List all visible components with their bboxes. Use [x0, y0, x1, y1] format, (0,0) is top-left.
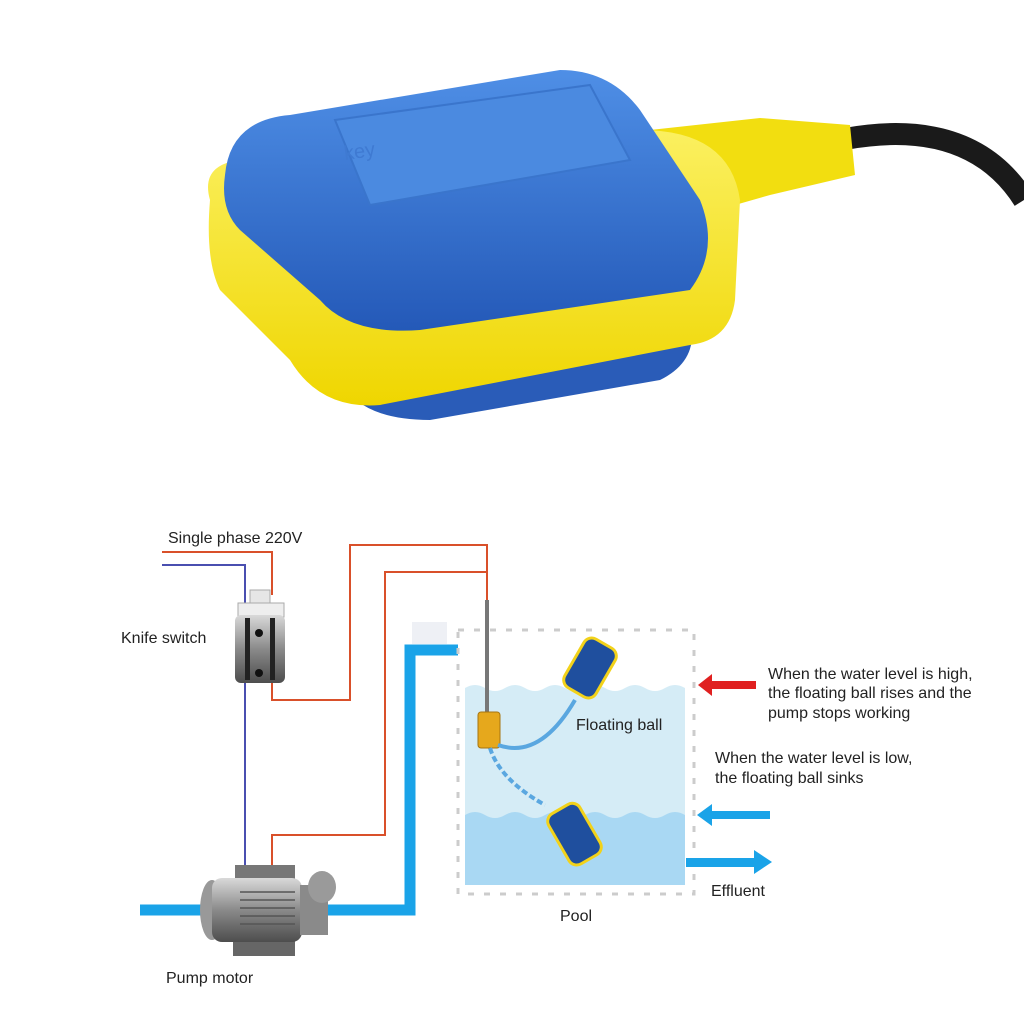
logo-text: key: [343, 139, 377, 165]
power-label: Single phase 220V: [168, 530, 303, 547]
pool-label: Pool: [560, 908, 592, 925]
float-switch-product: key: [208, 70, 1024, 420]
neutral-wire: [162, 564, 246, 870]
upper-cable: [497, 698, 577, 750]
high-level-text-2: the floating ball rises and the: [768, 685, 972, 702]
float-label: Floating ball: [576, 717, 662, 734]
float-ball-high: [562, 636, 618, 700]
wiring: [162, 544, 488, 870]
pump-label: Pump motor: [166, 970, 254, 987]
high-level-text-1: When the water level is high,: [768, 666, 973, 683]
switch-to-float-wire: [271, 544, 488, 701]
float-clamp: [477, 711, 501, 749]
pump-motor: [200, 865, 336, 956]
knife-switch: [235, 589, 285, 683]
high-level-text-3: pump stops working: [768, 705, 910, 722]
low-level-arrow: [697, 804, 712, 826]
float-to-pump-wire: [271, 571, 487, 868]
switch-label: Knife switch: [121, 630, 206, 647]
effluent-label: Effluent: [711, 883, 766, 900]
live-wire: [162, 551, 273, 595]
float-top-panel: [333, 83, 632, 207]
effluent-arrow: [754, 850, 772, 874]
level-arrows: [686, 674, 772, 874]
high-level-arrow: [698, 674, 712, 696]
water-pipe: [140, 622, 478, 916]
float-ball-low: [546, 801, 603, 867]
low-level-text-1: When the water level is low,: [715, 750, 912, 767]
low-level-text-2: the floating ball sinks: [715, 770, 864, 787]
pool: [456, 600, 696, 896]
